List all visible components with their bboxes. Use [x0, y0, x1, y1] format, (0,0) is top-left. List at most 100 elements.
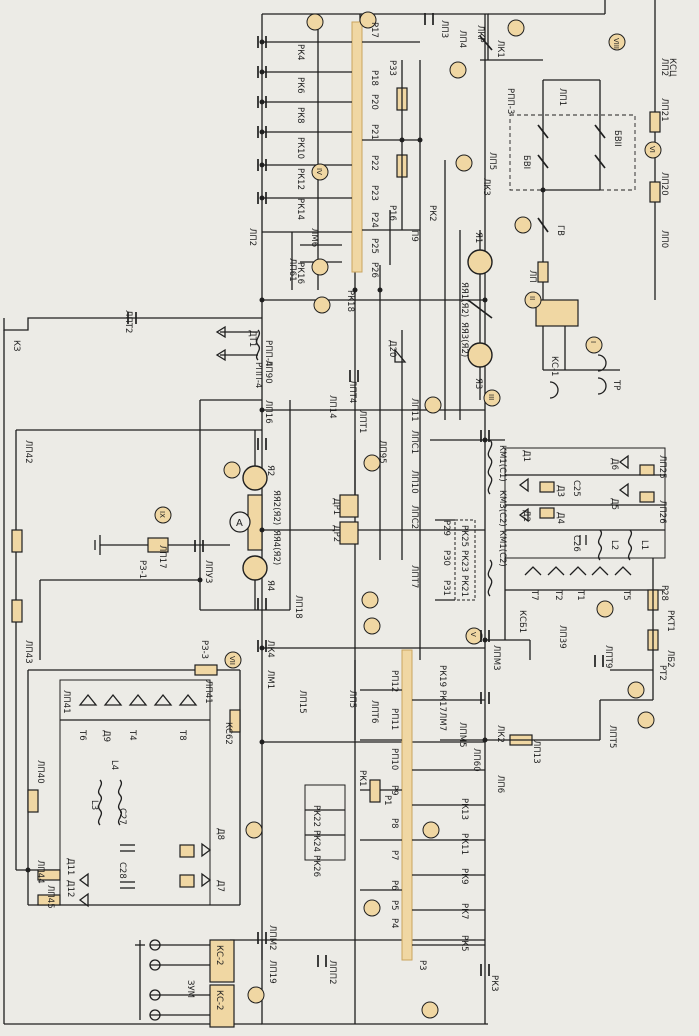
- label-t7: Т7: [529, 589, 539, 601]
- marker-label-v: V: [469, 632, 477, 637]
- label-rk17: РК17: [437, 690, 447, 712]
- label-lpt7: ЛПТ7: [409, 565, 419, 588]
- label-l2: L2: [609, 540, 619, 550]
- label-r22: Р22: [369, 155, 379, 171]
- label-lp0: ЛП0: [659, 230, 669, 248]
- label-rk21: РК21: [459, 575, 469, 597]
- label-d6: Д6: [609, 458, 619, 470]
- label-lp42: ЛП42: [23, 440, 33, 464]
- arrow-icon: [215, 325, 226, 339]
- label-c27: С27: [117, 808, 127, 825]
- frame-wiring: [3, 13, 489, 1025]
- label-rk14: РК14: [295, 198, 305, 220]
- label-rk26: РК26: [311, 855, 321, 877]
- top-right-section: [479, 0, 661, 399]
- ks1-box: [535, 299, 579, 327]
- bv-dashed-frame: [509, 114, 636, 191]
- contacts: [127, 13, 604, 976]
- marker-label-vi: VI: [648, 146, 656, 153]
- label-rt2: РТ2: [657, 665, 667, 681]
- resistor-bridge-1: [539, 481, 555, 493]
- label-d4: Д4: [555, 512, 565, 524]
- horn-icon: [597, 354, 607, 372]
- label-ya3: Я3: [473, 378, 483, 389]
- label-d12: Д12: [65, 880, 75, 897]
- reactor-dr2: [339, 521, 359, 545]
- label-r18: Р18: [369, 70, 379, 86]
- label-r24: Р24: [369, 212, 379, 228]
- marker-label-ii: II: [528, 296, 536, 300]
- label-r4: Р4: [389, 918, 399, 929]
- label-rk4: РК4: [295, 44, 305, 61]
- label-lp61: ЛП61: [287, 258, 297, 282]
- resistor-lp21: [649, 111, 661, 133]
- label-lp60: ЛП60: [471, 748, 481, 772]
- label-lp11: ЛП11: [409, 398, 419, 422]
- label-ya1: Я1: [473, 232, 483, 243]
- label-lpu3: ЛПУ3: [203, 560, 213, 583]
- marker-label-iii: III: [487, 394, 495, 400]
- motors-left: [94, 430, 268, 610]
- label-lp20: ЛП20: [659, 172, 669, 196]
- label-r33: Р33: [387, 60, 397, 76]
- label-ks62: КС62: [223, 722, 233, 745]
- label-lp5-b: ЛП5: [347, 690, 357, 708]
- label-dr1: ДР1: [331, 498, 341, 515]
- label-t6: Т6: [77, 729, 87, 741]
- label-rk2: РК2: [427, 205, 437, 222]
- label-ya4: Я4: [265, 580, 275, 591]
- motor-ya3: [467, 342, 493, 368]
- label-d3: Д3: [555, 485, 565, 497]
- label-r23: Р23: [369, 185, 379, 201]
- label-rk19: РК19: [437, 665, 447, 687]
- marker-label-ix: IX: [158, 511, 166, 518]
- label-lp19: ЛП19: [267, 960, 277, 984]
- label-km1c2: КМ1(С2): [497, 530, 507, 567]
- label-r20: Р20: [369, 94, 379, 110]
- label-lpm5: ЛПМ5: [457, 722, 467, 748]
- label-r31: Р31: [441, 580, 451, 596]
- label-rk5: РК5: [459, 935, 469, 952]
- label-lpt5: ЛПТ5: [607, 725, 617, 748]
- reactor-dr1: [339, 494, 359, 518]
- label-r9: Р9: [389, 785, 399, 796]
- label-r7: Р7: [389, 850, 399, 861]
- marker-label-i: I: [589, 341, 597, 343]
- label-d7: Д7: [215, 880, 225, 892]
- label-ks2b: КС-2: [214, 990, 224, 1010]
- label-lp18: ЛП18: [293, 595, 303, 619]
- motor-ya1: [467, 249, 493, 275]
- label-rk16: РК16: [295, 262, 305, 284]
- label-lk2: ЛК2: [495, 725, 505, 743]
- label-lp95: ЛП95: [377, 440, 387, 464]
- label-d11: Д11: [65, 858, 75, 875]
- label-yaa2: ЯЯ2(Я2): [271, 490, 281, 525]
- resistor-bridge-2: [539, 507, 555, 519]
- label-r25: Р25: [369, 238, 379, 254]
- label-t4a: Т4: [127, 729, 137, 741]
- label-t2: Т2: [553, 589, 563, 601]
- label-yaa1: ЯЯ1(Я2): [459, 282, 469, 317]
- motor-ya4: [242, 555, 268, 581]
- label-km1c1: КМ1(С1): [497, 445, 507, 482]
- label-r16: Р16: [387, 205, 397, 221]
- label-d2: Д2: [521, 510, 531, 522]
- label-t5: Т5: [621, 589, 631, 601]
- label-lp: ЛП: [527, 270, 537, 283]
- label-ya2: Я2: [265, 465, 275, 476]
- label-lp2-top: ЛП2: [659, 58, 669, 76]
- label-d20: Д20: [387, 340, 397, 357]
- label-lp13: ЛП13: [531, 740, 541, 764]
- label-lp44: ЛП44: [35, 860, 45, 884]
- top-relay-section: [262, 21, 420, 290]
- ammeter-icon: [229, 511, 251, 533]
- label-dr2: ДР2: [331, 525, 341, 542]
- text-labels: КС-1 БВI БВII ГВ ТР ЛП2 КСЦ ЛП ЛП0 ЛП3 Л…: [11, 20, 677, 1010]
- label-ksb1: КСБ1: [517, 610, 527, 633]
- label-rk18: РК18: [345, 290, 355, 312]
- label-lp25: ЛП25: [657, 455, 667, 479]
- label-lk3: ЛК3: [481, 178, 491, 196]
- label-rz1: РЗ-1: [137, 560, 147, 579]
- label-lp21: ЛП21: [659, 98, 669, 122]
- label-l3: L3: [89, 800, 99, 810]
